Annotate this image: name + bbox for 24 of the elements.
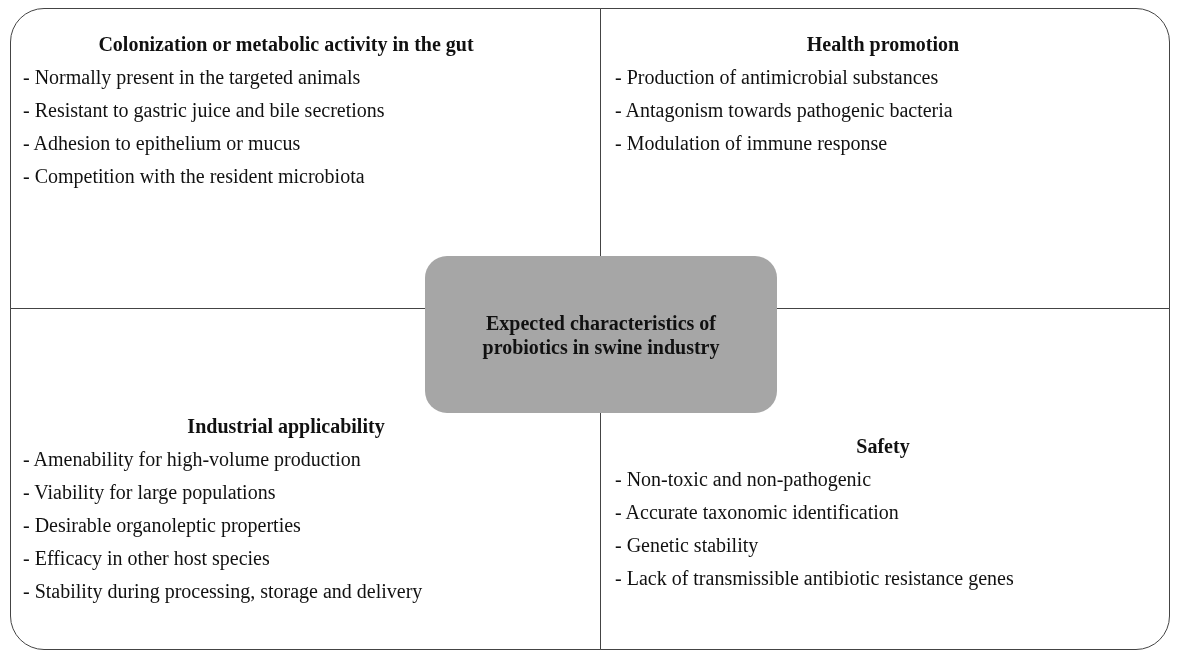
section-heading: Colonization or metabolic activity in the gut (98, 33, 474, 56)
list-item: - Viability for large populations (23, 481, 276, 504)
list-item: - Desirable organoleptic properties (23, 514, 301, 537)
section-heading: Health promotion (806, 33, 960, 56)
list-item: - Efficacy in other host species (23, 547, 270, 570)
list-item: - Lack of transmissible antibiotic resistance genes (615, 567, 1014, 590)
quadrant-panel (600, 8, 1170, 310)
list-item: - Genetic stability (615, 534, 759, 557)
list-item: - Resistant to gastric juice and bile secretions (23, 99, 385, 122)
section-heading: Industrial applicability (187, 415, 385, 438)
center-title: Expected characteristics of probiotics in swine industry (481, 310, 721, 359)
list-item: - Production of antimicrobial substances (615, 66, 939, 89)
list-item: - Competition with the resident microbiota (23, 165, 365, 188)
list-item: - Amenability for high-volume production (23, 448, 361, 471)
list-item: - Normally present in the targeted animals (23, 66, 361, 89)
section-heading: Safety (856, 435, 910, 458)
list-item: - Accurate taxonomic identification (615, 501, 899, 524)
list-item: - Modulation of immune response (615, 132, 888, 155)
list-item: - Antagonism towards pathogenic bacteria (615, 99, 953, 122)
list-item: - Adhesion to epithelium or mucus (23, 132, 301, 155)
center-box (425, 256, 777, 413)
list-item: - Non-toxic and non-pathogenic (615, 468, 872, 491)
quadrant-panel (10, 8, 602, 310)
list-item: - Stability during processing, storage and delivery (23, 580, 423, 603)
